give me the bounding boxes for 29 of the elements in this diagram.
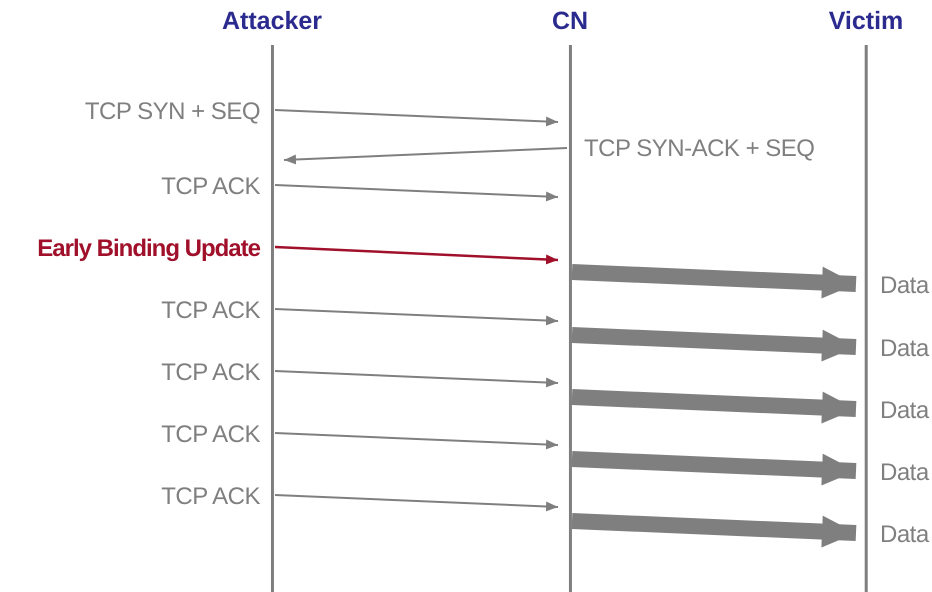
message-label: TCP ACK: [161, 421, 260, 449]
thick-arrow: [572, 264, 856, 299]
message-label: TCP ACK: [161, 359, 260, 387]
thick-arrow: [572, 513, 856, 548]
message-label: TCP ACK: [161, 483, 260, 511]
message-arrow: [274, 184, 558, 202]
participant-label: CN: [552, 6, 588, 36]
message-label: Data: [880, 397, 929, 425]
message-label: TCP SYN + SEQ: [84, 98, 260, 126]
thick-arrow: [572, 451, 856, 486]
message-arrow: [274, 308, 558, 326]
thick-arrow: [572, 389, 856, 424]
message-label: Data: [880, 459, 929, 487]
thick-arrow: [572, 327, 856, 362]
message-arrow: [274, 109, 558, 126]
message-label: Data: [880, 335, 929, 363]
participant-label: Attacker: [222, 6, 322, 36]
message-label: TCP SYN-ACK + SEQ: [584, 135, 814, 163]
participant-label: Victim: [828, 6, 904, 36]
message-arrow: [274, 370, 558, 388]
message-label: Data: [880, 272, 929, 300]
message-label: Early Binding Update: [37, 235, 260, 263]
message-arrow: [284, 147, 568, 164]
message-arrow: [274, 494, 558, 512]
message-label: TCP ACK: [161, 297, 260, 325]
message-label: TCP ACK: [161, 173, 260, 201]
message-label: Data: [880, 521, 929, 549]
message-arrow: [274, 432, 558, 450]
message-arrow: [274, 246, 558, 264]
